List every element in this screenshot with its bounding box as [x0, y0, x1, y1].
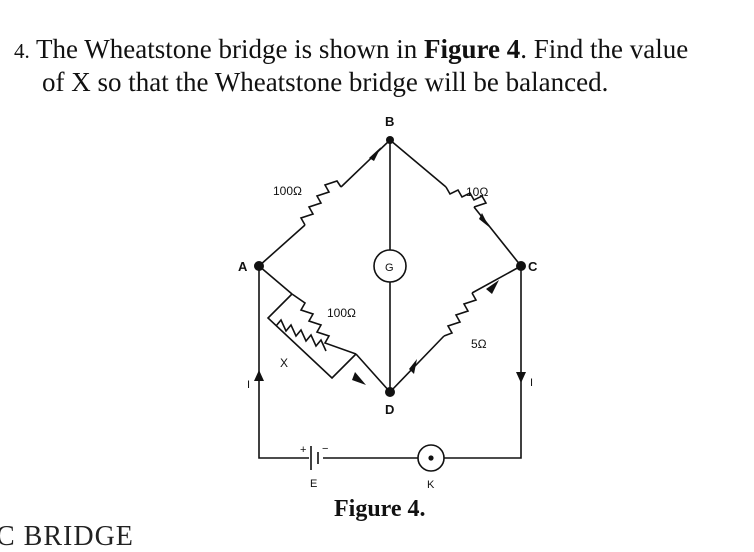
- wire-d-to-dc-resistor: [389, 335, 445, 393]
- resistor-ad-known-zigzag: [291, 293, 357, 355]
- cutoff-heading: C BRIDGE: [0, 521, 134, 552]
- node-b-dot: [386, 136, 394, 144]
- arrow-bc-icon: [479, 213, 489, 227]
- node-c-dot: [516, 261, 526, 271]
- battery-plus-sign: +: [300, 444, 306, 456]
- resistor-ab-label: 100Ω: [273, 184, 302, 198]
- arrow-dcl-icon: [409, 359, 417, 374]
- resistor-bc-label: 10Ω: [466, 185, 488, 199]
- question-number: 4.: [14, 39, 30, 63]
- wire-a-to-parallel: [258, 265, 293, 295]
- figure-caption: Figure 4.: [334, 496, 426, 522]
- key-circle: [417, 444, 445, 472]
- node-a-dot: [254, 261, 264, 271]
- node-c-label: C: [528, 259, 538, 274]
- arrow-ab-icon: [369, 147, 381, 161]
- resistor-ad-known-label: 100Ω: [327, 306, 356, 320]
- node-a-label: A: [238, 259, 248, 274]
- battery-minus-sign: −: [322, 443, 328, 455]
- current-right-label: I: [530, 377, 533, 389]
- figure-reference: Figure 4: [423, 34, 521, 64]
- question-text-before: The Wheatstone bridge is shown in: [36, 34, 424, 64]
- current-left-label: I: [247, 379, 250, 391]
- wire-b-to-bc-resistor: [389, 139, 447, 188]
- node-b-label: B: [385, 114, 394, 129]
- cell-label: E: [310, 478, 317, 490]
- arrow-ad-icon: [352, 372, 366, 385]
- resistor-bc-zigzag: [445, 186, 488, 208]
- arrow-left-up-icon: [254, 370, 264, 381]
- arrow-dc-icon: [486, 280, 499, 294]
- wire-a-to-ab-resistor: [258, 224, 306, 267]
- question-text: 4. The Wheatstone bridge is shown in Fig…: [14, 34, 744, 98]
- wire-dc-resistor-to-c: [471, 265, 522, 294]
- node-d-label: D: [385, 402, 394, 417]
- parallel-box-top: [266, 293, 357, 380]
- wheatstone-bridge-diagram: B A C D 100Ω 10Ω 5Ω 100Ω X G K E I I + −: [238, 114, 538, 491]
- galvanometer-label: G: [385, 262, 394, 274]
- resistor-ab-zigzag: [299, 180, 342, 226]
- key-center-dot: [428, 455, 434, 461]
- node-d-dot: [385, 387, 395, 397]
- wire-a-down: [258, 266, 309, 459]
- wire-parallel-to-d: [355, 353, 391, 393]
- wire-ab-resistor-to-b: [340, 139, 391, 188]
- wire-key-to-c: [444, 266, 522, 459]
- resistor-ad-unknown-zigzag: [275, 318, 327, 352]
- resistor-dc-zigzag: [443, 292, 478, 337]
- question-text-after: . Find the value: [520, 34, 689, 64]
- question-line-2: of X so that the Wheatstone bridge will …: [42, 67, 609, 97]
- resistor-dc-label: 5Ω: [471, 337, 487, 351]
- key-label: K: [427, 479, 435, 491]
- resistor-ad-unknown-label: X: [280, 356, 288, 370]
- arrow-right-down-icon: [516, 372, 526, 383]
